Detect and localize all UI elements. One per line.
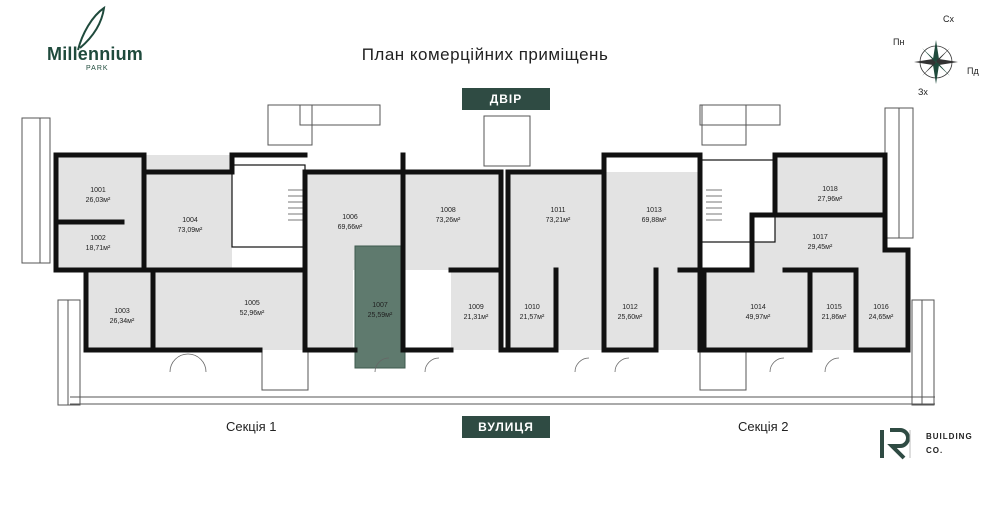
logo-sub: PARK (86, 65, 109, 72)
rooms (56, 155, 908, 350)
brand-line1: BUILDING (926, 432, 973, 441)
compass-north: Пн (893, 37, 905, 47)
section-2-label: Секція 2 (738, 419, 789, 434)
compass-south: Пд (967, 66, 979, 76)
page-title: План комерційних приміщень (361, 45, 609, 64)
unit-1007-highlight (354, 245, 406, 369)
building-co-logo-icon (880, 428, 911, 460)
street-label: ВУЛИЦЯ (462, 416, 550, 438)
compass-east: Сх (943, 14, 954, 24)
logo-name: Millennium (47, 44, 143, 64)
compass-west: Зх (918, 87, 928, 97)
brand-line2: CO. (926, 446, 944, 455)
courtyard-label: ДВІР (462, 88, 550, 110)
section-1-label: Секція 1 (226, 419, 277, 434)
compass-rose-icon (914, 40, 958, 84)
leaf-logo-icon (77, 5, 106, 51)
